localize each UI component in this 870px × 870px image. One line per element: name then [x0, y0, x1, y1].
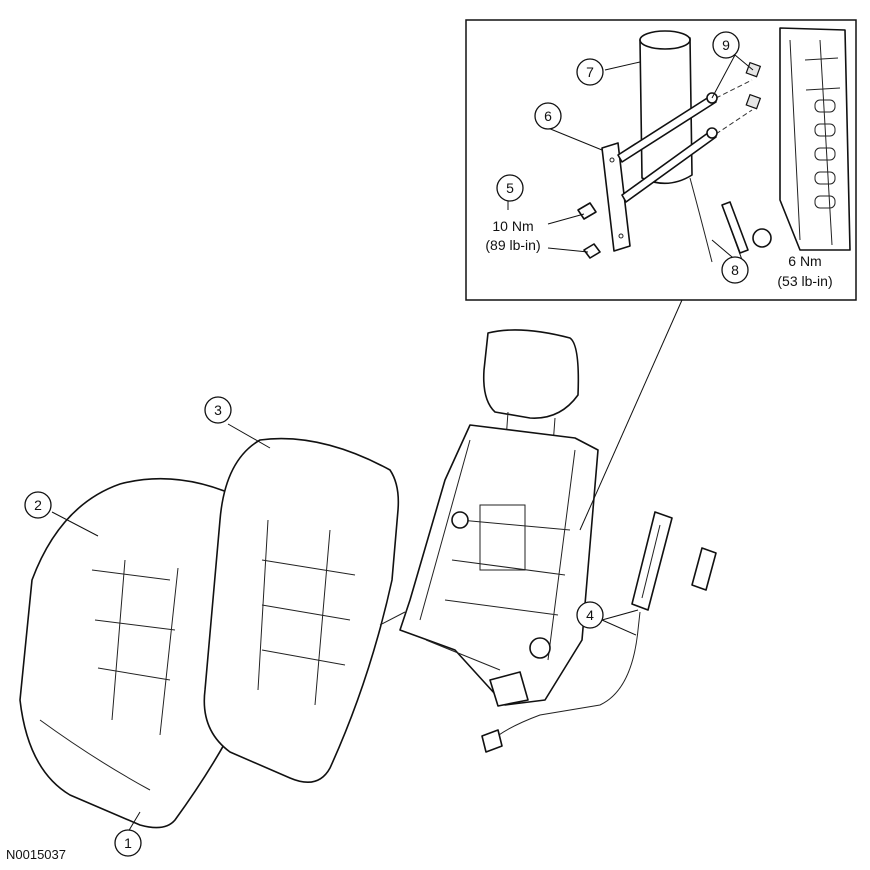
callout-1-label: 1: [124, 835, 132, 851]
torque-left-nm: 10 Nm: [492, 218, 533, 234]
callout-6: 6: [534, 102, 562, 130]
callout-5-label: 5: [506, 180, 514, 196]
leader-lines: [51, 54, 754, 833]
callout-2-label: 2: [34, 497, 42, 513]
callout-4: 4: [576, 601, 604, 629]
callout-7: 7: [576, 58, 604, 86]
callout-8: 8: [721, 256, 749, 284]
seat-back-frame: [379, 329, 599, 707]
callout-6-label: 6: [544, 108, 552, 124]
torque-right-nm: 6 Nm: [788, 253, 821, 269]
callout-4-label: 4: [586, 607, 594, 623]
side-airbag-module: [481, 511, 717, 753]
callout-9-label: 9: [722, 37, 730, 53]
torque-left-lbin: (89 lb-in): [485, 237, 540, 253]
seat-back-rear-panel: [203, 437, 400, 784]
callout-8-label: 8: [731, 262, 739, 278]
callout-7-label: 7: [586, 64, 594, 80]
figure-id: N0015037: [6, 847, 66, 862]
callout-2: 2: [24, 491, 52, 519]
callout-3-label: 3: [214, 402, 222, 418]
callout-1: 1: [114, 829, 142, 857]
callout-9: 9: [712, 31, 740, 59]
detail-inset: [465, 19, 857, 301]
torque-right-lbin: (53 lb-in): [777, 273, 832, 289]
callout-5: 5: [496, 174, 524, 202]
callout-3: 3: [204, 396, 232, 424]
